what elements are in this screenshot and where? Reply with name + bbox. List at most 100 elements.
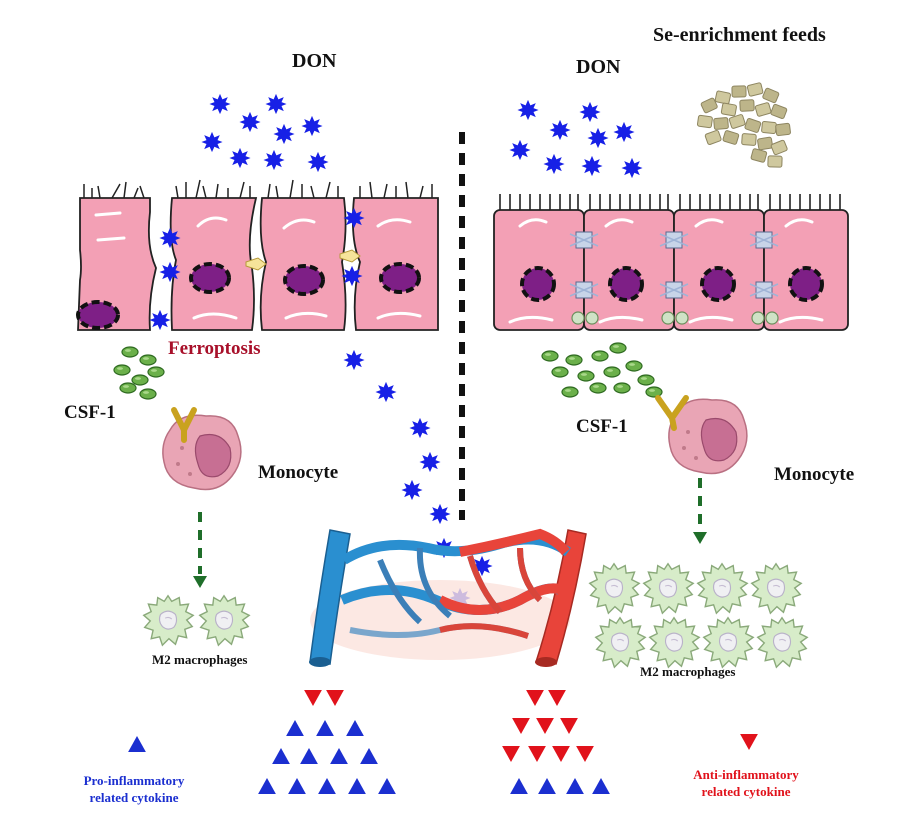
csf1-oval-icon — [577, 370, 595, 382]
feed-pellet — [754, 102, 772, 117]
left-epithelium — [76, 179, 439, 331]
pro-cytokine-icon — [286, 720, 304, 736]
csf1-oval-icon — [609, 342, 627, 354]
don-star-icon — [517, 99, 539, 121]
feed-pellet — [722, 130, 740, 145]
don-star-icon — [375, 381, 397, 403]
feed-pellet — [714, 90, 732, 105]
anti-cytokine-icon — [528, 746, 546, 762]
csf1-oval-icon — [147, 366, 165, 378]
pro-cytokine-icon — [510, 778, 528, 794]
feed-pellet — [739, 99, 755, 112]
feed-pellet — [700, 97, 718, 114]
anti-inflammatory-line1: Anti-inflammatory — [693, 767, 799, 782]
csf1-oval-icon — [541, 350, 559, 362]
anti-cytokine-icon — [548, 690, 566, 706]
tight-junction-icon — [749, 231, 779, 249]
anti-cytokine-icon — [536, 718, 554, 734]
csf1-oval-icon — [131, 374, 149, 386]
monocyte-right-icon — [655, 395, 748, 475]
epithelial-cell — [493, 194, 585, 331]
don-star-icon — [613, 121, 635, 143]
don-star-icon — [301, 115, 323, 137]
csf1-oval-icon — [613, 382, 631, 394]
differentiation-arrow-right — [693, 478, 707, 544]
don-star-icon — [429, 503, 451, 525]
tight-junction-icon — [569, 231, 599, 249]
feed-pellet — [762, 87, 780, 104]
m2-macrophage-icon — [595, 617, 646, 668]
tight-junctions — [569, 231, 779, 325]
feed-pellet — [696, 114, 713, 129]
broken-junction-icon — [339, 249, 361, 263]
ferroptosis-label: Ferroptosis — [168, 338, 261, 359]
anti-cytokine-icon — [576, 746, 594, 762]
tight-junction-icon — [569, 281, 599, 299]
m2-macrophage-icon — [757, 617, 808, 668]
don-star-icon — [149, 309, 171, 331]
anti-cytokine-icon — [502, 746, 520, 762]
pro-inflammatory-line2: related cytokine — [89, 790, 179, 805]
csf1-oval-icon — [139, 354, 157, 366]
m2-macrophage-icon — [589, 563, 640, 614]
don-star-icon — [419, 451, 441, 473]
don-star-icon — [209, 93, 231, 115]
don-star-icon — [343, 349, 365, 371]
pro-cytokine-icon — [272, 748, 290, 764]
don-star-icon — [401, 479, 423, 501]
csf1-oval-icon — [603, 366, 621, 378]
anti-cytokine-icon — [560, 718, 578, 734]
csf1-label-right: CSF-1 — [576, 416, 628, 437]
monocyte-label-left: Monocyte — [258, 462, 339, 483]
pro-cytokine-icon — [378, 778, 396, 794]
feed-pellet — [728, 114, 746, 129]
pro-cytokine-icon — [592, 778, 610, 794]
csf1-oval-icon — [625, 360, 643, 372]
feed-pellet — [770, 139, 788, 156]
epithelial-cell — [583, 194, 675, 331]
csf1-oval-icon — [589, 382, 607, 394]
m2-label-right: M2 macrophages — [640, 664, 736, 679]
adhesion-junction-icon — [661, 311, 675, 325]
pro-cytokine-icon — [300, 748, 318, 764]
don-star-icon — [201, 131, 223, 153]
pro-cytokine-icon — [258, 778, 276, 794]
don-star-icon — [409, 417, 431, 439]
csf1-oval-icon — [139, 388, 157, 400]
don-star-icon — [543, 153, 565, 175]
csf1-oval-icon — [551, 366, 569, 378]
pro-cytokine-icon — [360, 748, 378, 764]
pro-inflammatory-legend: Pro-inflammatory related cytokine — [64, 772, 204, 806]
don-star-icon — [229, 147, 251, 169]
m2-macrophage-icon — [643, 563, 694, 614]
feed-pellet — [731, 85, 747, 98]
epithelial-cell — [259, 179, 347, 331]
m2-macrophage-icon — [199, 595, 250, 646]
anti-cytokine-legend-icon — [740, 734, 758, 750]
adhesion-junction-icon — [585, 311, 599, 325]
pro-cytokine-icon — [566, 778, 584, 794]
csf1-label-left: CSF-1 — [64, 402, 116, 423]
feed-pellet — [713, 117, 729, 130]
monocyte-left-icon — [162, 407, 242, 491]
csf1-oval-icon — [561, 386, 579, 398]
anti-inflammatory-legend: Anti-inflammatory related cytokine — [676, 766, 816, 800]
epithelial-cell — [76, 181, 157, 331]
feed-pellet — [741, 133, 757, 146]
tight-junction-icon — [659, 231, 689, 249]
blood-vessels-icon — [309, 528, 587, 667]
m2-macrophage-icon — [143, 595, 194, 646]
don-label-right: DON — [576, 56, 621, 78]
m2-macrophage-icon — [703, 617, 754, 668]
feed-pellet — [704, 129, 722, 145]
don-star-icon — [273, 123, 295, 145]
m2-label-left: M2 macrophages — [152, 652, 248, 667]
csf1-oval-icon — [113, 364, 131, 376]
epithelial-cell — [673, 194, 765, 331]
m2-macrophage-icon — [697, 563, 748, 614]
pro-cytokine-icon — [538, 778, 556, 794]
don-star-icon — [509, 139, 531, 161]
m2-macrophage-icon — [649, 617, 700, 668]
epithelial-cell — [169, 179, 258, 331]
